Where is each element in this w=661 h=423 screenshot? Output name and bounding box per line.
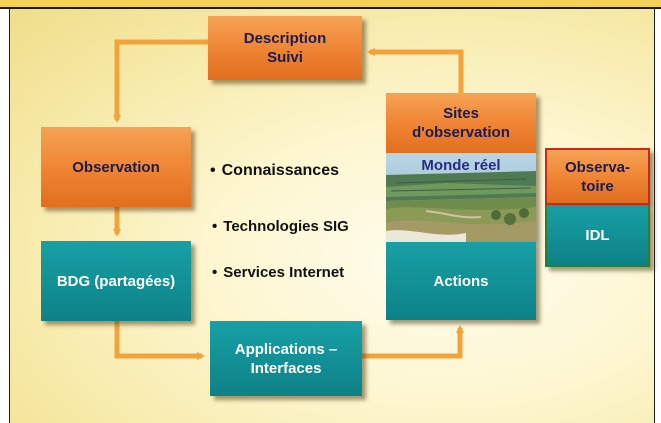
arrow-applications-to-actions bbox=[362, 325, 464, 359]
observation-label: Observation bbox=[72, 158, 160, 176]
interfaces-label: Interfaces bbox=[250, 359, 322, 377]
monde-reel-label: Monde réel bbox=[421, 157, 501, 174]
arrow-bdg-to-applications bbox=[114, 321, 205, 360]
sites-observation-box: Sites d'observation bbox=[386, 93, 536, 153]
bullet-connaissances: • Connaissances bbox=[210, 162, 339, 180]
bdg-label: BDG (partagées) bbox=[56, 272, 176, 290]
observatoire-label-1: Observa- bbox=[564, 158, 631, 176]
actions-box: Actions bbox=[386, 242, 536, 320]
observatoire-label-2: toire bbox=[581, 177, 614, 195]
bullet-services-internet: • Services Internet bbox=[212, 264, 344, 281]
actions-label: Actions bbox=[433, 272, 489, 290]
observation-sites-label: d'observation bbox=[412, 124, 510, 141]
left-border bbox=[0, 9, 10, 423]
sites-label: Sites bbox=[443, 105, 479, 122]
applications-interfaces-box: Applications –Interfaces bbox=[210, 321, 362, 396]
arrow-description-to-observation bbox=[113, 39, 208, 123]
monde-reel-photo: Monde réel bbox=[386, 153, 536, 242]
top-border bbox=[0, 0, 661, 9]
right-border bbox=[654, 9, 661, 423]
bullet-text: Connaissances bbox=[221, 162, 339, 179]
bullet-dot: • bbox=[210, 162, 216, 179]
idl-box: IDL bbox=[545, 205, 650, 267]
bdg-box: BDG (partagées) bbox=[41, 241, 191, 321]
idl-label: IDL bbox=[585, 226, 610, 244]
bullet-text: Services Internet bbox=[223, 264, 345, 281]
landscape-image bbox=[386, 153, 536, 242]
suivi-label: Suivi bbox=[267, 49, 303, 66]
observatoire-box: Observa-toire bbox=[545, 148, 650, 205]
observation-box: Observation bbox=[41, 127, 191, 207]
bullet-text: Technologies SIG bbox=[223, 218, 349, 235]
arrow-sites-to-description bbox=[367, 48, 464, 93]
applications-label: Applications – bbox=[234, 340, 338, 358]
bullet-dot: • bbox=[212, 218, 218, 235]
bullet-technologies-sig: • Technologies SIG bbox=[212, 218, 349, 235]
description-label: Description bbox=[243, 30, 327, 47]
bullet-dot: • bbox=[212, 264, 218, 281]
